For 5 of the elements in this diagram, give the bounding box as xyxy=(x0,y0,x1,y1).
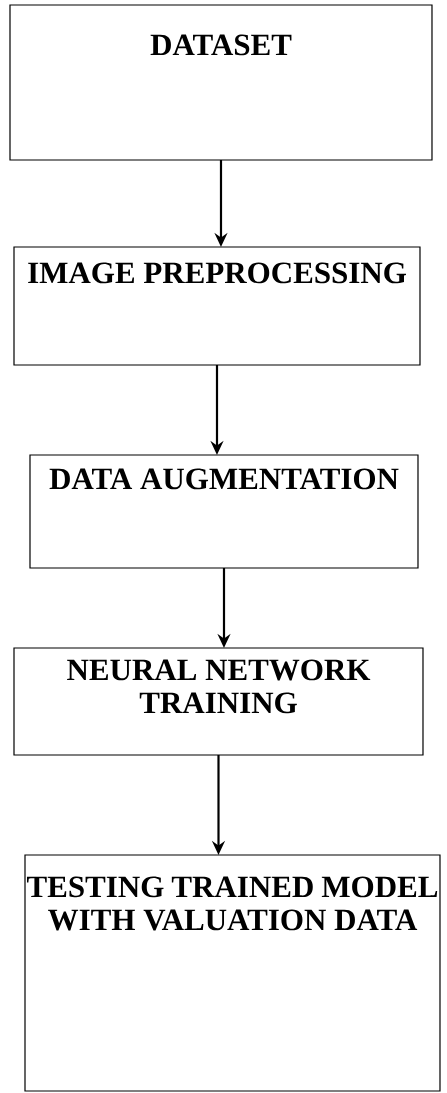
process-box: DATASET xyxy=(9,4,433,161)
process-box: NEURAL NETWORK TRAINING xyxy=(13,647,424,756)
process-box: TESTING TRAINED MODEL WITH VALUATION DATA xyxy=(24,854,441,1092)
process-box: DATA AUGMENTATION xyxy=(29,454,419,569)
process-box: IMAGE PREPROCESSING xyxy=(13,246,421,366)
